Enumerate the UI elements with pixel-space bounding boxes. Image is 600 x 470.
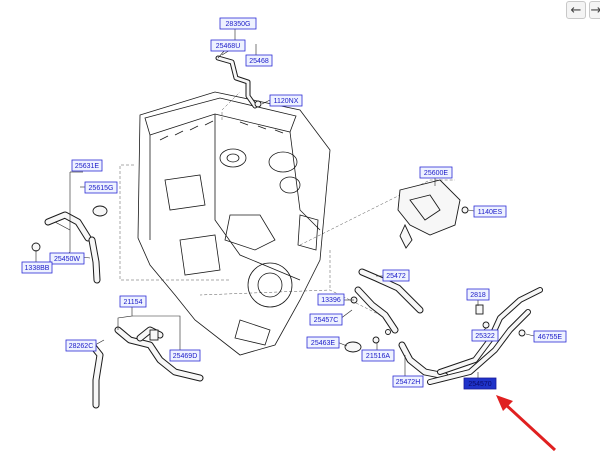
svg-text:21516A: 21516A — [366, 353, 390, 360]
left-hose-assembly — [31, 205, 108, 284]
svg-text:1120NX: 1120NX — [274, 98, 299, 105]
label-25615g[interactable]: 25615G — [84, 181, 118, 194]
label-25472[interactable]: 25472 — [382, 269, 410, 282]
label-1120nx[interactable]: 1120NX — [269, 94, 303, 107]
svg-text:25463E: 25463E — [311, 340, 335, 347]
svg-text:25472: 25472 — [386, 273, 406, 280]
svg-text:254570: 254570 — [468, 381, 491, 388]
svg-text:1338BB: 1338BB — [25, 265, 50, 272]
svg-text:28350G: 28350G — [226, 21, 251, 28]
arrow-left-icon: ← — [570, 3, 582, 18]
label-13396[interactable]: 13396 — [317, 293, 345, 306]
svg-text:25457C: 25457C — [314, 317, 339, 324]
svg-text:2818: 2818 — [470, 292, 486, 299]
reference-lines — [119, 91, 455, 321]
arrow-right-icon: → — [591, 3, 600, 18]
bottom-left-hose-assembly — [88, 326, 204, 409]
label-25322[interactable]: 25322 — [471, 329, 499, 342]
part-labels: 28350G 25468U 25468 1120NX 25631E 25615G… — [21, 17, 567, 390]
label-25463e[interactable]: 25463E — [306, 336, 340, 349]
svg-text:25450W: 25450W — [54, 256, 80, 263]
label-25469d[interactable]: 25469D — [169, 349, 201, 362]
back-button[interactable]: ← — [566, 1, 586, 19]
svg-text:1140ES: 1140ES — [478, 209, 503, 216]
svg-text:25468U: 25468U — [216, 43, 241, 50]
label-25450w[interactable]: 25450W — [49, 252, 85, 265]
svg-text:25615G: 25615G — [89, 185, 114, 192]
label-1338bb[interactable]: 1338BB — [21, 261, 53, 274]
svg-text:46755E: 46755E — [538, 334, 562, 341]
svg-text:28262C: 28262C — [69, 343, 94, 350]
label-1140es[interactable]: 1140ES — [473, 205, 507, 218]
svg-text:25472H: 25472H — [396, 379, 421, 386]
label-2818[interactable]: 2818 — [466, 288, 490, 301]
oil-pipe-assembly — [215, 55, 262, 109]
label-28350g[interactable]: 28350G — [219, 17, 257, 30]
svg-text:25468: 25468 — [249, 58, 269, 65]
label-21516a[interactable]: 21516A — [361, 349, 395, 362]
svg-text:25469D: 25469D — [173, 353, 198, 360]
red-pointer-arrow — [496, 395, 557, 452]
right-hose-assembly — [344, 268, 543, 385]
label-21154[interactable]: 21154 — [119, 295, 147, 308]
svg-text:25322: 25322 — [475, 333, 495, 340]
svg-text:25631E: 25631E — [75, 163, 99, 170]
label-25468u[interactable]: 25468U — [210, 39, 246, 52]
svg-text:13396: 13396 — [321, 297, 341, 304]
label-25600e[interactable]: 25600E — [419, 166, 453, 179]
label-25472h[interactable]: 25472H — [392, 375, 424, 388]
label-28262c[interactable]: 28262C — [65, 339, 97, 352]
label-254570-highlighted[interactable]: 254570 — [463, 377, 497, 390]
svg-text:25600E: 25600E — [424, 170, 448, 177]
label-25468[interactable]: 25468 — [245, 54, 273, 67]
label-25457c[interactable]: 25457C — [309, 313, 343, 326]
thermostat-housing — [397, 179, 469, 249]
next-button[interactable]: → — [589, 1, 600, 19]
svg-text:21154: 21154 — [124, 299, 143, 306]
engine-block — [137, 91, 331, 356]
label-46755e[interactable]: 46755E — [533, 330, 567, 343]
label-25631e[interactable]: 25631E — [71, 159, 103, 172]
